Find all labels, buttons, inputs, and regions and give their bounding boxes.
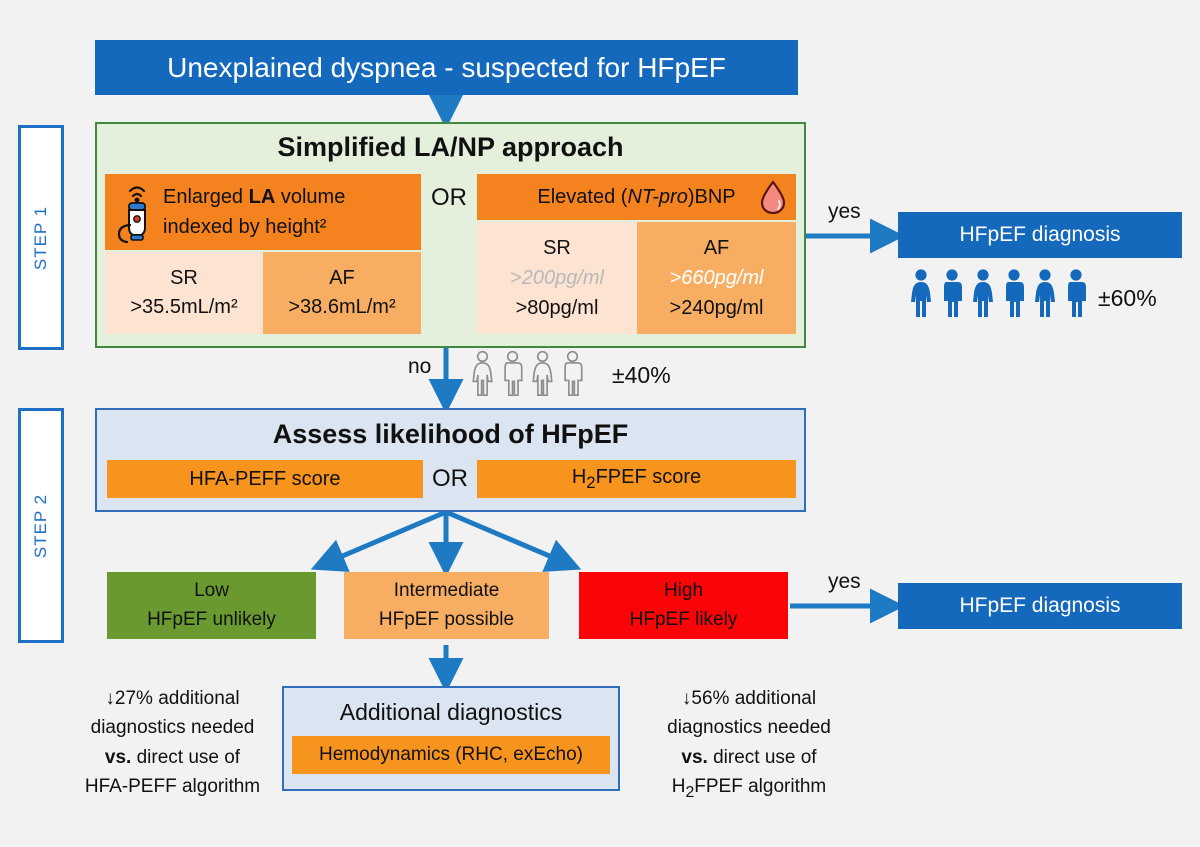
la-sr-cell: SR >35.5mL/m²	[105, 252, 263, 334]
step-1-heading: Simplified LA/NP approach	[277, 131, 624, 162]
additional-diagnostics-panel: Additional diagnostics Hemodynamics (RHC…	[282, 686, 620, 791]
step-2-heading: Assess likelihood of HFpEF	[272, 418, 629, 449]
step-1-rail: STEP 1	[18, 125, 64, 350]
person-male-outline-icon	[564, 350, 583, 397]
step-1-label: STEP 1	[31, 205, 50, 270]
person-female-icon	[973, 269, 993, 317]
note-right-line2: diagnostics needed	[667, 717, 831, 739]
person-male-outline-icon	[504, 350, 523, 397]
la-sr-rhythm: SR	[170, 267, 198, 289]
ultrasound-probe-icon	[111, 178, 163, 246]
hfpef-diagnosis-box-2: HFpEF diagnosis	[898, 583, 1182, 629]
outcome-intermediate-box: Intermediate HFpEF possible	[344, 572, 549, 639]
no-percent: ±40%	[612, 362, 671, 388]
step-2-rail: STEP 2	[18, 408, 64, 643]
la-volume-header: Enlarged LA volume indexed by height²	[105, 174, 421, 250]
additional-diagnostics-heading: Additional diagnostics	[339, 698, 563, 725]
la-volume-line2: indexed by height²	[163, 216, 327, 238]
bnp-header-text: Elevated (NT-pro)BNP	[537, 185, 736, 208]
bnp-sr-old-threshold: >200pg/ml	[510, 267, 604, 289]
person-female-outline-icon	[532, 350, 553, 397]
outcome-intermediate-line2: HFpEF possible	[378, 608, 515, 630]
bnp-af-old-threshold: >660pg/ml	[669, 267, 764, 289]
outcome-high-line2: HFpEF likely	[629, 608, 738, 630]
bnp-sr-cell: SR >200pg/ml >80pg/ml	[477, 222, 637, 334]
person-male-icon	[944, 269, 962, 317]
note-right-line1: ↓56% additional	[681, 688, 817, 709]
note-left-line1: ↓27% additional	[105, 688, 240, 709]
diagnosis-percent: ±60%	[1098, 285, 1157, 311]
step-1-yes-label: yes	[828, 200, 861, 223]
no-people-group	[470, 350, 585, 398]
outcome-low-line1: Low	[194, 580, 229, 601]
h2fpef-score-label: H2FPEF score	[571, 465, 702, 492]
note-left-line4: HFA-PEFF algorithm	[84, 776, 261, 798]
la-af-rhythm: AF	[329, 267, 355, 289]
la-af-cell: AF >38.6mL/m²	[263, 252, 421, 334]
outcome-intermediate-line1: Intermediate	[393, 580, 500, 601]
step-2-yes-label: yes	[828, 570, 861, 593]
diagnosis-people-group	[908, 268, 1089, 320]
bnp-af-threshold: >240pg/ml	[669, 297, 764, 319]
la-volume-line1: Enlarged LA volume	[163, 186, 346, 208]
step-2-label: STEP 2	[31, 493, 50, 558]
hemodynamics-box: Hemodynamics (RHC, exEcho)	[292, 736, 610, 774]
bnp-header: Elevated (NT-pro)BNP	[477, 174, 796, 220]
hfpef-diagnosis-box-1: HFpEF diagnosis	[898, 212, 1182, 258]
bnp-sr-threshold: >80pg/ml	[515, 297, 599, 319]
person-female-outline-icon	[472, 350, 493, 397]
la-sr-threshold: >35.5mL/m²	[130, 296, 238, 318]
outcome-high-box: High HFpEF likely	[579, 572, 788, 639]
page-title: Unexplained dyspnea - suspected for HFpE…	[95, 40, 798, 95]
hfa-peff-score-box: HFA-PEFF score	[107, 460, 423, 498]
note-right-line4: H2FPEF algorithm	[671, 776, 827, 802]
person-female-icon	[911, 269, 931, 317]
outcome-low-line2: HFpEF unlikely	[147, 608, 276, 630]
person-male-icon	[1006, 269, 1024, 317]
step-1-no-label: no	[408, 355, 432, 378]
outcome-low-box: Low HFpEF unlikely	[107, 572, 316, 639]
h2fpef-score-box: H2FPEF score	[477, 460, 796, 498]
step-1-or-label: OR	[431, 184, 467, 211]
note-right-line3: vs. direct use of	[681, 746, 817, 768]
outcome-high-line1: High	[663, 580, 704, 601]
bnp-af-rhythm: AF	[703, 237, 730, 259]
person-female-icon	[1035, 269, 1055, 317]
note-left-line2: diagnostics needed	[90, 717, 255, 739]
bnp-af-cell: AF >660pg/ml >240pg/ml	[637, 222, 796, 334]
note-left: ↓27% additional diagnostics needed vs. d…	[70, 684, 275, 802]
note-right: ↓56% additional diagnostics needed vs. d…	[640, 684, 858, 806]
person-male-icon	[1068, 269, 1086, 317]
blood-drop-icon	[758, 179, 788, 215]
la-af-threshold: >38.6mL/m²	[288, 296, 396, 318]
step-2-panel: Assess likelihood of HFpEF HFA-PEFF scor…	[95, 408, 806, 512]
bnp-sr-rhythm: SR	[543, 237, 571, 259]
note-left-line3: vs. direct use of	[104, 746, 241, 768]
step-1-panel: Simplified LA/NP approach OR	[95, 122, 806, 348]
step-2-or-label: OR	[432, 465, 468, 492]
page-title-text: Unexplained dyspnea - suspected for HFpE…	[167, 51, 726, 83]
